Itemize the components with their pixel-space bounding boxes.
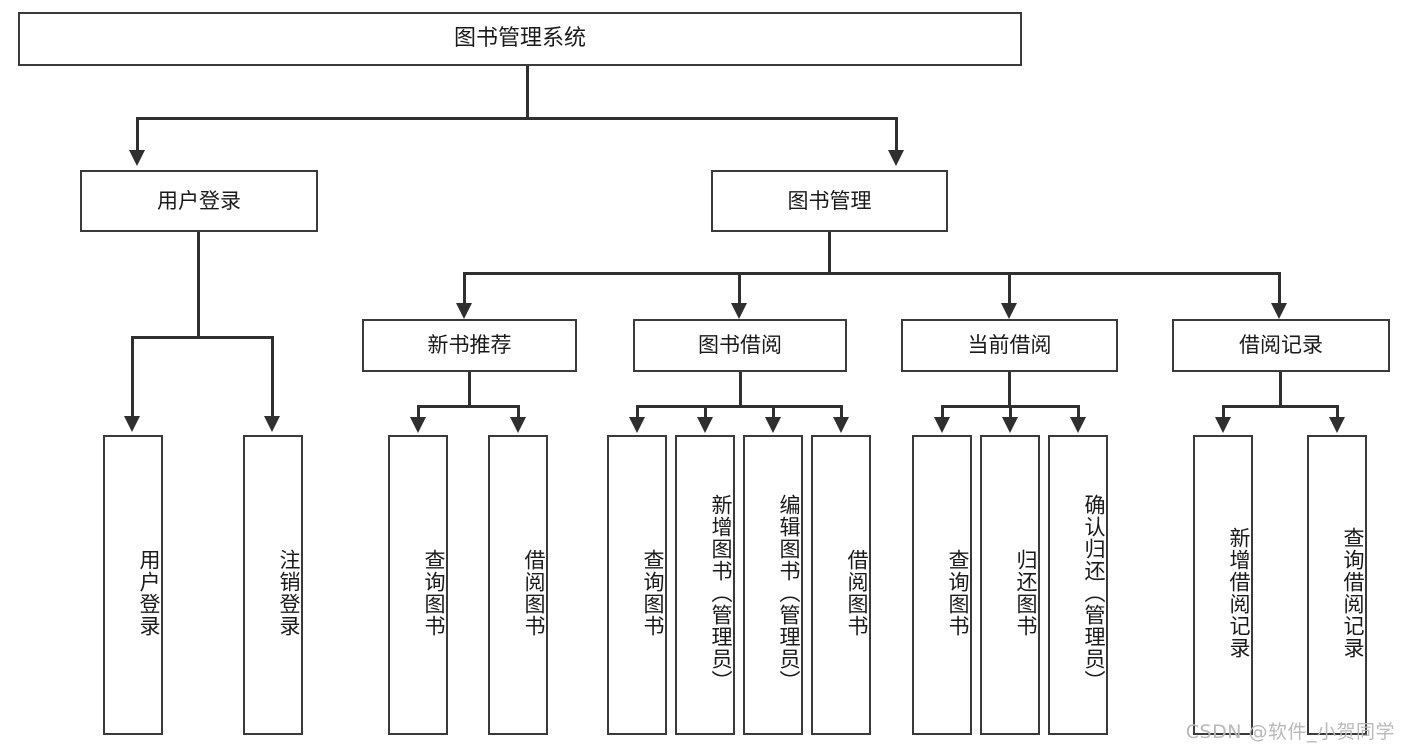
node-leaf-confirm-return[interactable]: 确认归还（管理员） [1048,435,1108,735]
arrow-to-book-management [888,150,904,166]
node-label: 注销登录 [277,549,301,637]
arrow-to-borrow-record [1271,303,1287,319]
edge-book-borrow-stem [739,372,742,406]
edge-drop-add-book [704,405,707,419]
edge-drop-confirm-return [1077,405,1080,419]
edge-borrow-record-bus [1222,405,1339,408]
edge-drop-current-borrow [1008,272,1011,305]
arrow-to-borrow-book-2 [833,417,849,433]
node-leaf-return-book[interactable]: 归还图书 [980,435,1040,735]
node-label: 新增图书（管理员） [709,494,733,692]
edge-drop-query-book-2 [636,405,639,419]
arrow-to-leaf-logout [264,416,280,432]
node-leaf-add-book[interactable]: 新增图书（管理员） [675,435,735,735]
edge-drop-return-book [1009,405,1012,419]
node-leaf-query-book-2[interactable]: 查询图书 [607,435,667,735]
edge-book-management-stem [828,232,831,273]
node-label: 查询图书 [946,549,970,637]
node-label: 图书借阅 [698,333,782,358]
arrow-to-leaf-user-login [124,416,140,432]
node-label: 借阅图书 [522,549,546,637]
edge-drop-add-record [1222,405,1225,419]
node-label: 归还图书 [1014,549,1038,637]
node-label: 新书推荐 [427,333,512,358]
node-label: 查询借阅记录 [1341,527,1365,659]
arrow-to-borrow-book-1 [510,417,526,433]
node-book-borrow[interactable]: 图书借阅 [633,319,847,372]
node-leaf-edit-book[interactable]: 编辑图书（管理员） [743,435,803,735]
node-leaf-logout[interactable]: 注销登录 [243,435,303,735]
edge-root-stem [526,66,529,117]
arrow-to-new-book-recommend [456,303,472,319]
arrow-to-query-book-2 [629,417,645,433]
arrow-to-book-borrow [731,303,747,319]
edge-user-login-stem [197,232,200,337]
arrow-to-confirm-return [1070,417,1086,433]
node-label: 当前借阅 [967,333,1052,358]
arrow-to-query-book-3 [934,417,950,433]
arrow-to-add-book [697,417,713,433]
arrow-to-edit-book [765,417,781,433]
edge-drop-query-book-3 [941,405,944,419]
edge-drop-leaf-user-login [131,336,134,418]
edge-drop-new-book-recommend [463,272,466,305]
arrow-to-user-login [129,150,145,166]
node-label: 图书管理系统 [453,26,586,52]
node-label: 图书管理 [787,188,872,213]
arrow-to-query-book-1 [410,417,426,433]
node-label: 查询图书 [641,549,665,637]
node-leaf-borrow-book-1[interactable]: 借阅图书 [488,435,548,735]
edge-current-borrow-stem [1008,372,1011,406]
node-borrow-record[interactable]: 借阅记录 [1172,319,1390,372]
edge-book-borrow-bus [636,405,843,408]
node-label: 借阅图书 [845,549,869,637]
edge-drop-query-record [1336,405,1339,419]
node-root-system[interactable]: 图书管理系统 [18,12,1022,66]
edge-borrow-record-stem [1279,372,1282,406]
node-label: 新增借阅记录 [1227,527,1251,659]
arrow-to-add-record [1215,417,1231,433]
arrow-to-return-book [1002,417,1018,433]
node-book-management[interactable]: 图书管理 [711,170,948,232]
csdn-watermark: CSDN @软件_小贺同学 [1185,721,1395,743]
edge-drop-query-book-1 [417,405,420,419]
edge-drop-leaf-logout [271,336,274,418]
node-label: 编辑图书（管理员） [777,494,801,692]
node-label: 借阅记录 [1239,333,1323,358]
edge-drop-borrow-book-1 [517,405,520,419]
edge-drop-edit-book [772,405,775,419]
edge-user-login-bus [131,336,273,339]
edge-root-bus [136,117,898,120]
edge-drop-borrow-book-2 [840,405,843,419]
edge-book-management-bus [463,272,1281,275]
node-label: 用户登录 [157,188,241,213]
arrow-to-current-borrow [1001,303,1017,319]
node-leaf-add-record[interactable]: 新增借阅记录 [1193,435,1253,735]
arrow-to-query-record [1329,417,1345,433]
node-label: 用户登录 [137,549,161,637]
edge-drop-borrow-record [1278,272,1281,305]
node-leaf-borrow-book-2[interactable]: 借阅图书 [811,435,871,735]
edge-drop-user-login [136,117,139,152]
node-current-borrow[interactable]: 当前借阅 [901,319,1118,372]
node-new-book-recommend[interactable]: 新书推荐 [362,319,577,372]
node-leaf-query-record[interactable]: 查询借阅记录 [1307,435,1367,735]
edge-new-book-recommend-bus [417,405,520,408]
node-label: 确认归还（管理员） [1082,494,1106,692]
node-user-login[interactable]: 用户登录 [80,170,318,232]
edge-new-book-recommend-stem [468,372,471,406]
node-leaf-query-book-3[interactable]: 查询图书 [912,435,972,735]
edge-drop-book-borrow [738,272,741,305]
edge-drop-book-management [895,117,898,152]
node-leaf-query-book-1[interactable]: 查询图书 [388,435,448,735]
node-leaf-user-login[interactable]: 用户登录 [103,435,163,735]
node-label: 查询图书 [422,549,446,637]
